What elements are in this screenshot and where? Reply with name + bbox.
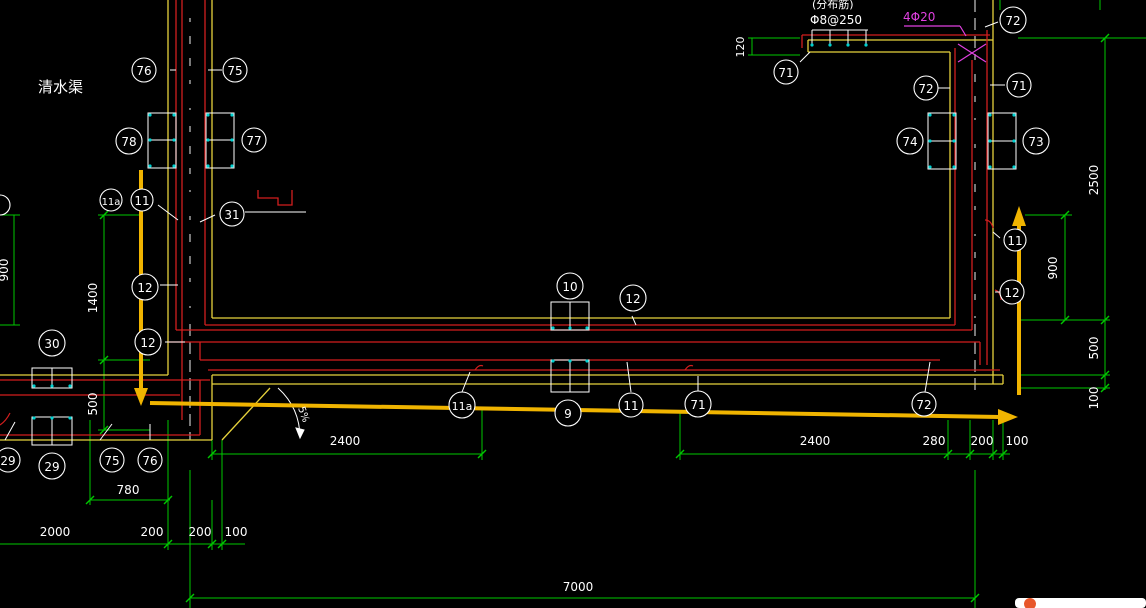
tag-label: 75 [104,454,119,468]
slope-label: 5% [295,405,311,424]
watermark-logo-icon [1024,598,1036,608]
tag-label: 9 [564,407,572,421]
dim-200-a: 200 [141,525,164,539]
tag-label: 11 [134,194,149,208]
dim-120: 120 [734,37,747,58]
dim-500-left: 500 [86,393,100,416]
tag-label: 71 [690,398,705,412]
dim-2400-left: 2400 [330,434,361,448]
tag-label: 76 [142,454,157,468]
annotation-arrows [134,170,1026,425]
dim-100-a: 100 [225,525,248,539]
tag-label: 29 [0,454,15,468]
dim-2500: 2500 [1087,165,1101,196]
tag-label: 75 [227,64,242,78]
tag-label: 11a [452,400,473,413]
dim-900-left: 900 [0,259,11,282]
area-name-label: 清水渠 [38,78,83,96]
tag-label: 72 [1005,14,1020,28]
tag-label: 11a [102,197,121,208]
tag-label: 12 [625,292,640,306]
tag-label: 11 [623,399,638,413]
rebar-bends [0,219,1002,426]
dim-780: 780 [117,483,140,497]
rebar-spec-label: Φ8@250 [810,13,862,27]
tag-label: 10 [562,280,577,294]
centre-dashes [189,0,976,320]
dimension-ticks [85,33,1110,603]
dim-200-b: 200 [189,525,212,539]
rebar-note-label: (分布筋) [812,0,854,11]
tag-label: 72 [916,398,931,412]
tag-label: 31 [224,208,239,222]
dim-280: 280 [923,434,946,448]
tag-label: 72 [918,82,933,96]
tag-label: 11 [1007,234,1022,248]
dim-1400: 1400 [86,283,100,314]
axis-lines [189,0,976,440]
tag-circles [0,6,1050,480]
leader-lines [4,21,1005,441]
dim-900-right: 900 [1046,257,1060,280]
tag-label: 71 [778,66,793,80]
dimension-labels: 7000 2000 200 200 100 780 2400 2400 280 … [0,37,1101,595]
tag-label: 77 [246,134,261,148]
watermark-badge [1015,598,1146,608]
magenta-crossbars [904,25,987,63]
tag-labels: 76 75 78 77 11a 11 31 12 12 30 29 75 76 … [0,14,1043,474]
dim-100-right: 100 [1087,387,1101,410]
rebar-magenta-label: 4Φ20 [903,10,935,24]
rebar-dots [32,43,1016,420]
tag-label: 29 [44,460,59,474]
tag-label: 30 [44,337,59,351]
dim-2400-right: 2400 [800,434,831,448]
tag-label: 74 [902,135,917,149]
slope-symbol [277,387,305,440]
tag-label: 71 [1011,79,1026,93]
tag-label: 12 [1004,286,1019,300]
tag-label: 12 [137,281,152,295]
tag-label: 76 [136,64,151,78]
dim-2000: 2000 [40,525,71,539]
wall-outlines [0,0,1004,441]
dim-7000: 7000 [563,580,594,594]
dim-100-bottom: 100 [1006,434,1029,448]
tag-label: 12 [140,336,155,350]
dim-200-right: 200 [971,434,994,448]
tag-label: 73 [1028,135,1043,149]
dim-500-right: 500 [1087,337,1101,360]
tag-label: 78 [121,135,136,149]
